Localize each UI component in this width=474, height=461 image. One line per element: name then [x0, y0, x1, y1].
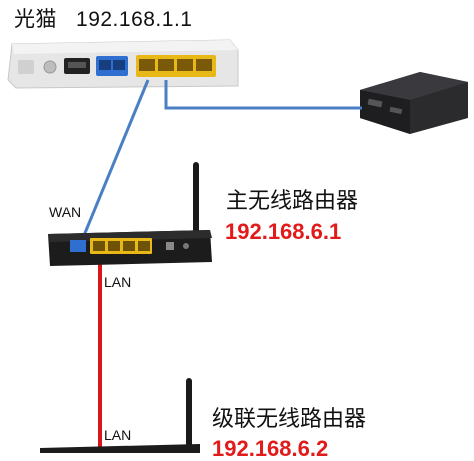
router-wan-port [70, 240, 86, 252]
wan-cable [76, 79, 150, 251]
router-antenna [186, 378, 192, 453]
modem-name: 光猫 [14, 8, 57, 31]
main-router-ip: 192.168.6.1 [225, 219, 342, 244]
cascade-router-name: 级联无线路由器 [212, 407, 367, 432]
main-router [48, 162, 212, 266]
lan-label: LAN [104, 274, 132, 290]
iptv-cable [164, 80, 362, 110]
optical-modem [7, 39, 239, 89]
router-antenna [193, 162, 199, 242]
modem-power-button [43, 60, 57, 74]
wan-label: WAN [49, 204, 82, 220]
modem-power-jack [18, 60, 34, 74]
set-top-box [360, 72, 468, 134]
lan-label: LAN [104, 427, 132, 443]
modem-ip: 192.168.1.1 [76, 8, 193, 31]
cascade-router-ip: 192.168.6.2 [212, 436, 329, 461]
router-lan-ports [90, 238, 152, 254]
cascade-router [40, 378, 200, 453]
modem-label: 光猫 192.168.1.1 [14, 9, 192, 30]
main-router-name: 主无线路由器 [226, 189, 359, 214]
